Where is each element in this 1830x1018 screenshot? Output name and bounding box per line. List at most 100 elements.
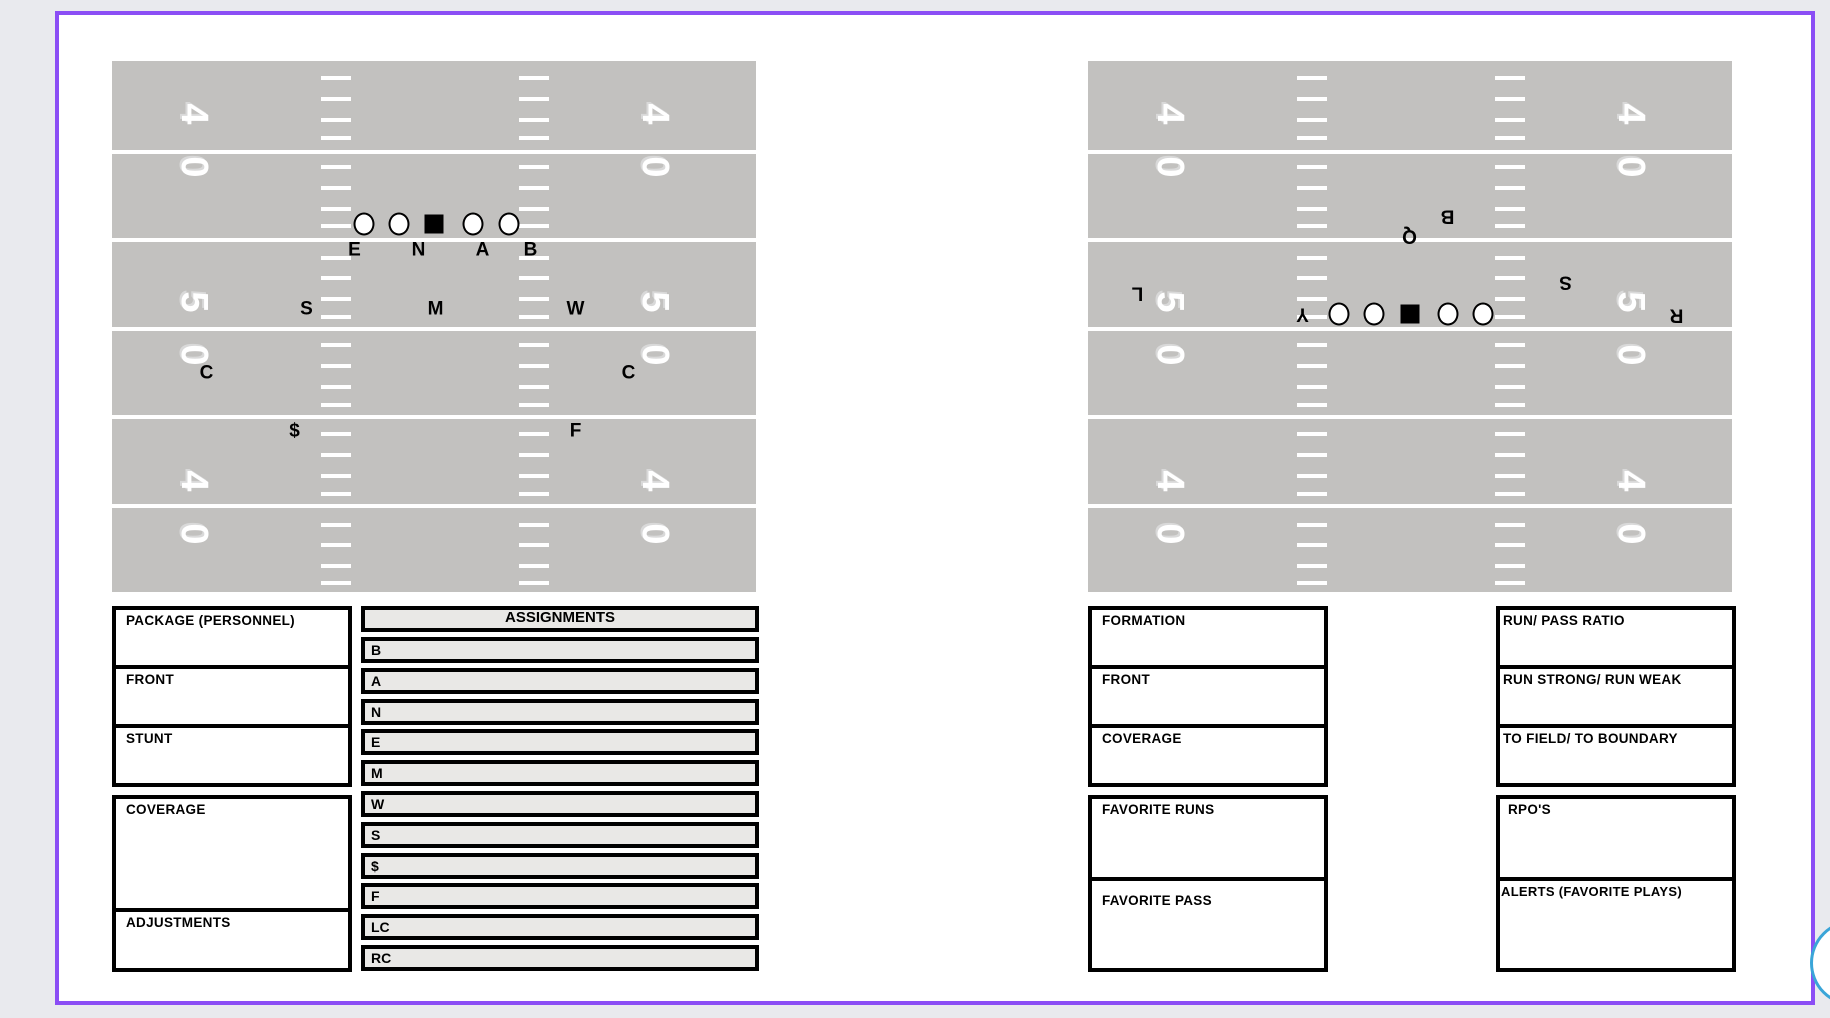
player-dollar: $: [289, 420, 301, 442]
assignment-row-e[interactable]: E: [361, 729, 759, 756]
hash-mark: [1495, 136, 1525, 140]
assignment-row-a[interactable]: A: [361, 667, 759, 694]
run-strong-weak-box[interactable]: RUN STRONG/ RUN WEAK: [1496, 665, 1736, 728]
hash-mark: [1495, 76, 1525, 80]
hash-mark: [519, 207, 549, 211]
hash-mark: [1297, 76, 1327, 80]
hash-mark: [1495, 276, 1525, 280]
favorite-runs-box[interactable]: FAVORITE RUNS: [1088, 795, 1328, 881]
hash-mark: [321, 297, 351, 301]
adjustments-box[interactable]: ADJUSTMENTS: [112, 908, 352, 972]
assignment-row-s[interactable]: S: [361, 821, 759, 848]
offensive-lineman-marker: [353, 212, 375, 236]
package-box[interactable]: PACKAGE (PERSONNEL): [112, 606, 352, 669]
player-y: Y: [1295, 303, 1309, 325]
hash-mark: [519, 186, 549, 190]
hash-mark: [1297, 97, 1327, 101]
front-box[interactable]: FRONT: [1088, 665, 1328, 728]
assignment-row-b[interactable]: B: [361, 637, 759, 663]
player-l: L: [1130, 282, 1144, 304]
field-band: [1088, 419, 1732, 504]
assignment-label: B: [371, 642, 382, 658]
assignment-label: RC: [371, 950, 392, 966]
assignment-row-dollar[interactable]: $: [361, 852, 759, 879]
alerts-label: ALERTS (FAVORITE PLAYS): [1501, 884, 1682, 899]
hash-mark: [321, 207, 351, 211]
yard-number: 4: [1149, 103, 1191, 125]
assignment-row-w[interactable]: W: [361, 791, 759, 817]
center-marker: [1400, 304, 1420, 324]
hash-mark: [519, 432, 549, 436]
hash-mark: [1297, 256, 1327, 260]
field-band: [1088, 61, 1732, 150]
favorite-pass-box[interactable]: FAVORITE PASS: [1088, 877, 1328, 972]
player-n: N: [411, 239, 427, 261]
hash-mark: [1297, 186, 1327, 190]
rpos-box[interactable]: RPO'S: [1496, 795, 1736, 881]
run-pass-ratio-box[interactable]: RUN/ PASS RATIO: [1496, 606, 1736, 669]
hash-mark: [321, 564, 351, 568]
assignment-label: $: [371, 857, 379, 874]
alerts-box[interactable]: ALERTS (FAVORITE PLAYS): [1496, 877, 1736, 972]
coverage-box[interactable]: COVERAGE: [112, 795, 352, 912]
stunt-box[interactable]: STUNT: [112, 724, 352, 787]
assignments-header: ASSIGNMENTS: [361, 606, 759, 632]
hash-mark: [1297, 207, 1327, 211]
hash-mark: [1495, 523, 1525, 527]
hash-mark: [1297, 297, 1327, 301]
hash-mark: [1297, 523, 1327, 527]
hash-mark: [321, 581, 351, 585]
yard-number: 0: [1610, 156, 1652, 178]
field-band: [112, 242, 756, 327]
yard-number: 4: [634, 103, 676, 125]
assignment-row-m[interactable]: M: [361, 760, 759, 787]
hash-mark: [321, 136, 351, 140]
offensive-lineman-marker: [1363, 302, 1385, 326]
hash-mark: [1297, 136, 1327, 140]
hash-mark: [1495, 453, 1525, 457]
hash-mark: [519, 385, 549, 389]
yard-number: 4: [1149, 470, 1191, 492]
hash-mark: [321, 432, 351, 436]
hash-mark: [519, 97, 549, 101]
assignment-row-n[interactable]: N: [361, 698, 759, 725]
hash-mark: [1297, 492, 1327, 496]
hash-mark: [1495, 403, 1525, 407]
field-band: [112, 419, 756, 504]
hash-mark: [1297, 543, 1327, 547]
field-band: [112, 508, 756, 592]
assignment-label: F: [371, 888, 380, 905]
hash-mark: [1297, 276, 1327, 280]
field-boundary-box[interactable]: TO FIELD/ TO BOUNDARY: [1496, 724, 1736, 787]
offensive-lineman-marker: [1472, 302, 1494, 326]
field-band: [1088, 508, 1732, 592]
assignment-row-rc[interactable]: RC: [361, 945, 759, 971]
assignment-row-f[interactable]: F: [361, 883, 759, 910]
hash-mark: [1495, 297, 1525, 301]
coverage-label: COVERAGE: [126, 802, 206, 817]
player-q: Q: [1401, 225, 1417, 247]
hash-mark: [321, 474, 351, 478]
formation-box[interactable]: FORMATION: [1088, 606, 1328, 669]
front-box[interactable]: FRONT: [112, 665, 352, 728]
hash-mark: [321, 76, 351, 80]
assignment-row-lc[interactable]: LC: [361, 914, 759, 941]
hash-mark: [1495, 165, 1525, 169]
yard-number: 0: [1149, 523, 1191, 545]
hash-mark: [1495, 474, 1525, 478]
assignment-label: LC: [371, 919, 390, 936]
assignment-label: M: [371, 765, 383, 782]
hash-mark: [321, 403, 351, 407]
offensive-lineman-marker: [388, 212, 410, 236]
yard-number: 4: [173, 470, 215, 492]
hash-mark: [321, 385, 351, 389]
front-label: FRONT: [1102, 672, 1150, 687]
hash-mark: [1297, 165, 1327, 169]
hash-mark: [519, 76, 549, 80]
yard-number: 0: [173, 156, 215, 178]
yard-number: 0: [1149, 344, 1191, 366]
coverage-box[interactable]: COVERAGE: [1088, 724, 1328, 787]
hash-mark: [1495, 385, 1525, 389]
yard-number: 5: [1149, 291, 1191, 313]
field-boundary-label: TO FIELD/ TO BOUNDARY: [1503, 731, 1678, 746]
